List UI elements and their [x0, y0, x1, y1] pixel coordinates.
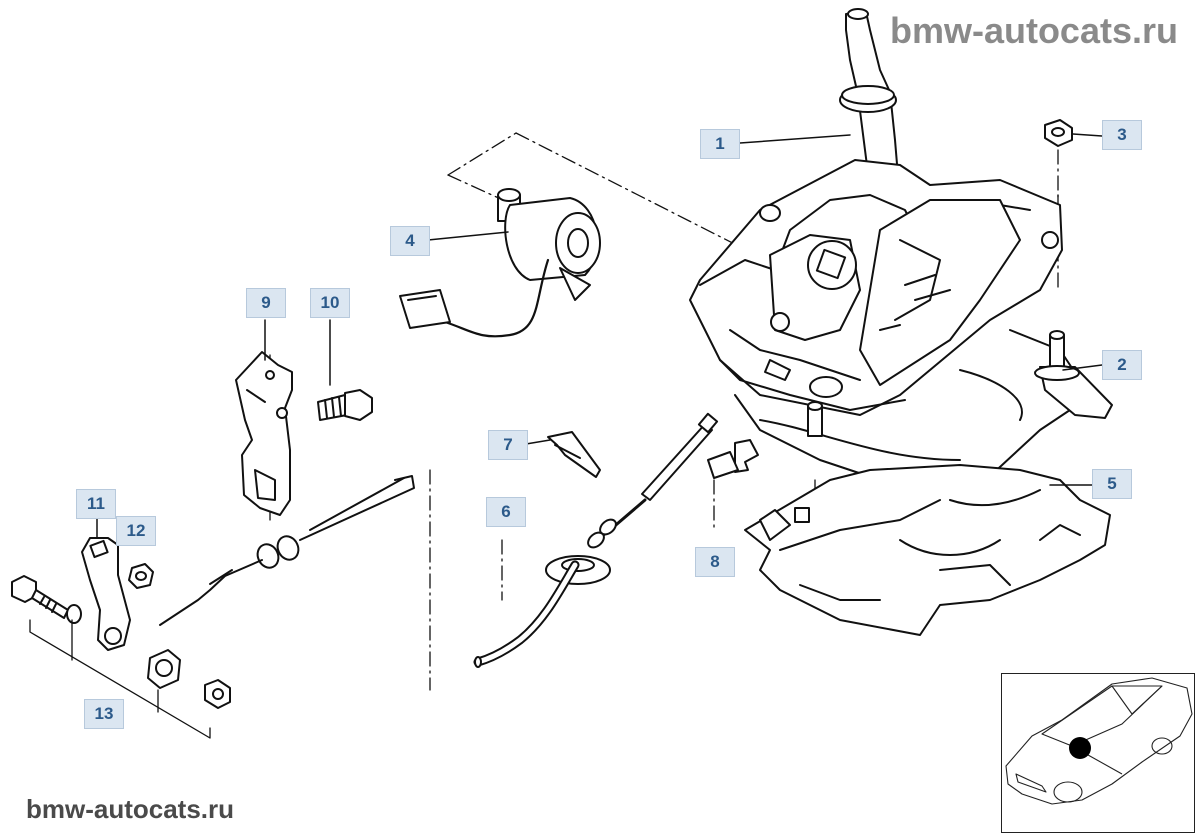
callout-8[interactable]: 8 [695, 547, 735, 577]
watermark-bottom: bmw-autocats.ru [26, 794, 235, 824]
part-5-base-gasket [744, 464, 1111, 636]
callout-4[interactable]: 4 [390, 226, 430, 256]
callout-1[interactable]: 1 [700, 129, 740, 159]
part-10-bolt [317, 389, 373, 421]
part-6-shift-cable [473, 412, 719, 668]
callout-5[interactable]: 5 [1092, 469, 1132, 499]
callout-13[interactable]: 13 [84, 699, 124, 729]
callout-11[interactable]: 11 [76, 489, 116, 519]
callout-2[interactable]: 2 [1102, 350, 1142, 380]
part-12-nut [128, 563, 154, 589]
watermark-top: bmw-autocats.ru [889, 10, 1178, 51]
car-outline [1005, 677, 1193, 805]
callout-7[interactable]: 7 [488, 430, 528, 460]
part-13-bolt-kit [11, 575, 231, 739]
part-1-gear-shift-housing [689, 8, 1081, 501]
callout-10[interactable]: 10 [310, 288, 350, 318]
part-7-retaining-clip [547, 431, 601, 478]
part-3-hex-nut [1044, 119, 1073, 147]
callout-12[interactable]: 12 [116, 516, 156, 546]
selector-rod-assembly [159, 475, 415, 626]
location-marker [1069, 737, 1091, 759]
part-9-bracket [235, 351, 293, 516]
part-4-shift-lock-solenoid [399, 188, 601, 338]
callout-6[interactable]: 6 [486, 497, 526, 527]
callout-3[interactable]: 3 [1102, 120, 1142, 150]
vehicle-location-inset [1001, 673, 1195, 833]
callout-9[interactable]: 9 [246, 288, 286, 318]
part-11-selector-lever [81, 537, 131, 651]
part-8-cable-clip [707, 439, 759, 479]
leader-lines [96, 133, 1103, 539]
